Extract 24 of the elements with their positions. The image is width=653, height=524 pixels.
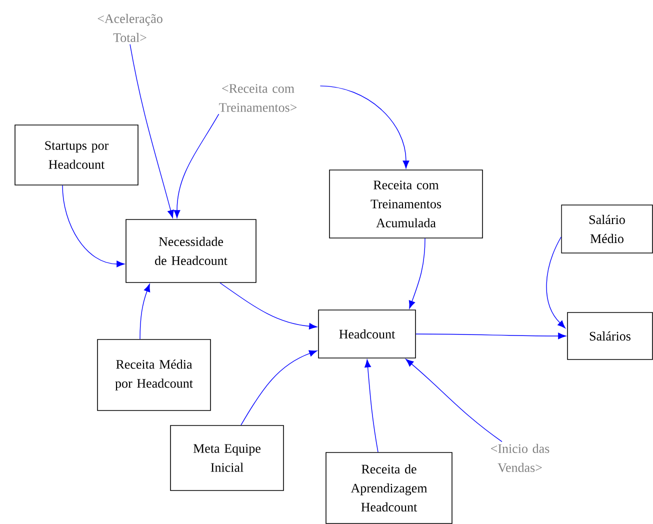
arrow	[406, 358, 502, 442]
variable-box: Receita Média por Headcount	[97, 339, 211, 411]
variable-box: Receita com Treinamentos Acumulada	[329, 170, 483, 238]
variable-box: Salários	[567, 312, 653, 360]
arrow	[240, 350, 318, 426]
arrow	[130, 44, 174, 218]
arrow	[220, 282, 318, 330]
variable-box: Headcount	[318, 310, 416, 358]
arrow	[174, 114, 220, 218]
variable-box: Salário Médio	[561, 204, 653, 254]
arrow	[320, 86, 410, 169]
shadow-variable-label: <Aceleração Total>	[98, 14, 162, 42]
variable-box: Receita de Aprendizagem Headcount	[326, 452, 452, 524]
arrow	[546, 236, 566, 328]
shadow-variable-label: <Receita com Treinamentos>	[219, 84, 297, 112]
arrow	[416, 332, 566, 340]
variable-box: Necessidade de Headcount	[126, 219, 256, 283]
arrow	[140, 284, 150, 340]
variable-box: Meta Equipe Inicial	[170, 425, 284, 491]
variable-box: Startups por Headcount	[14, 124, 138, 186]
shadow-variable-label: <Inicio das Vendas>	[490, 444, 550, 472]
arrow	[408, 238, 426, 309]
arrow	[364, 359, 378, 452]
arrow	[62, 185, 125, 268]
